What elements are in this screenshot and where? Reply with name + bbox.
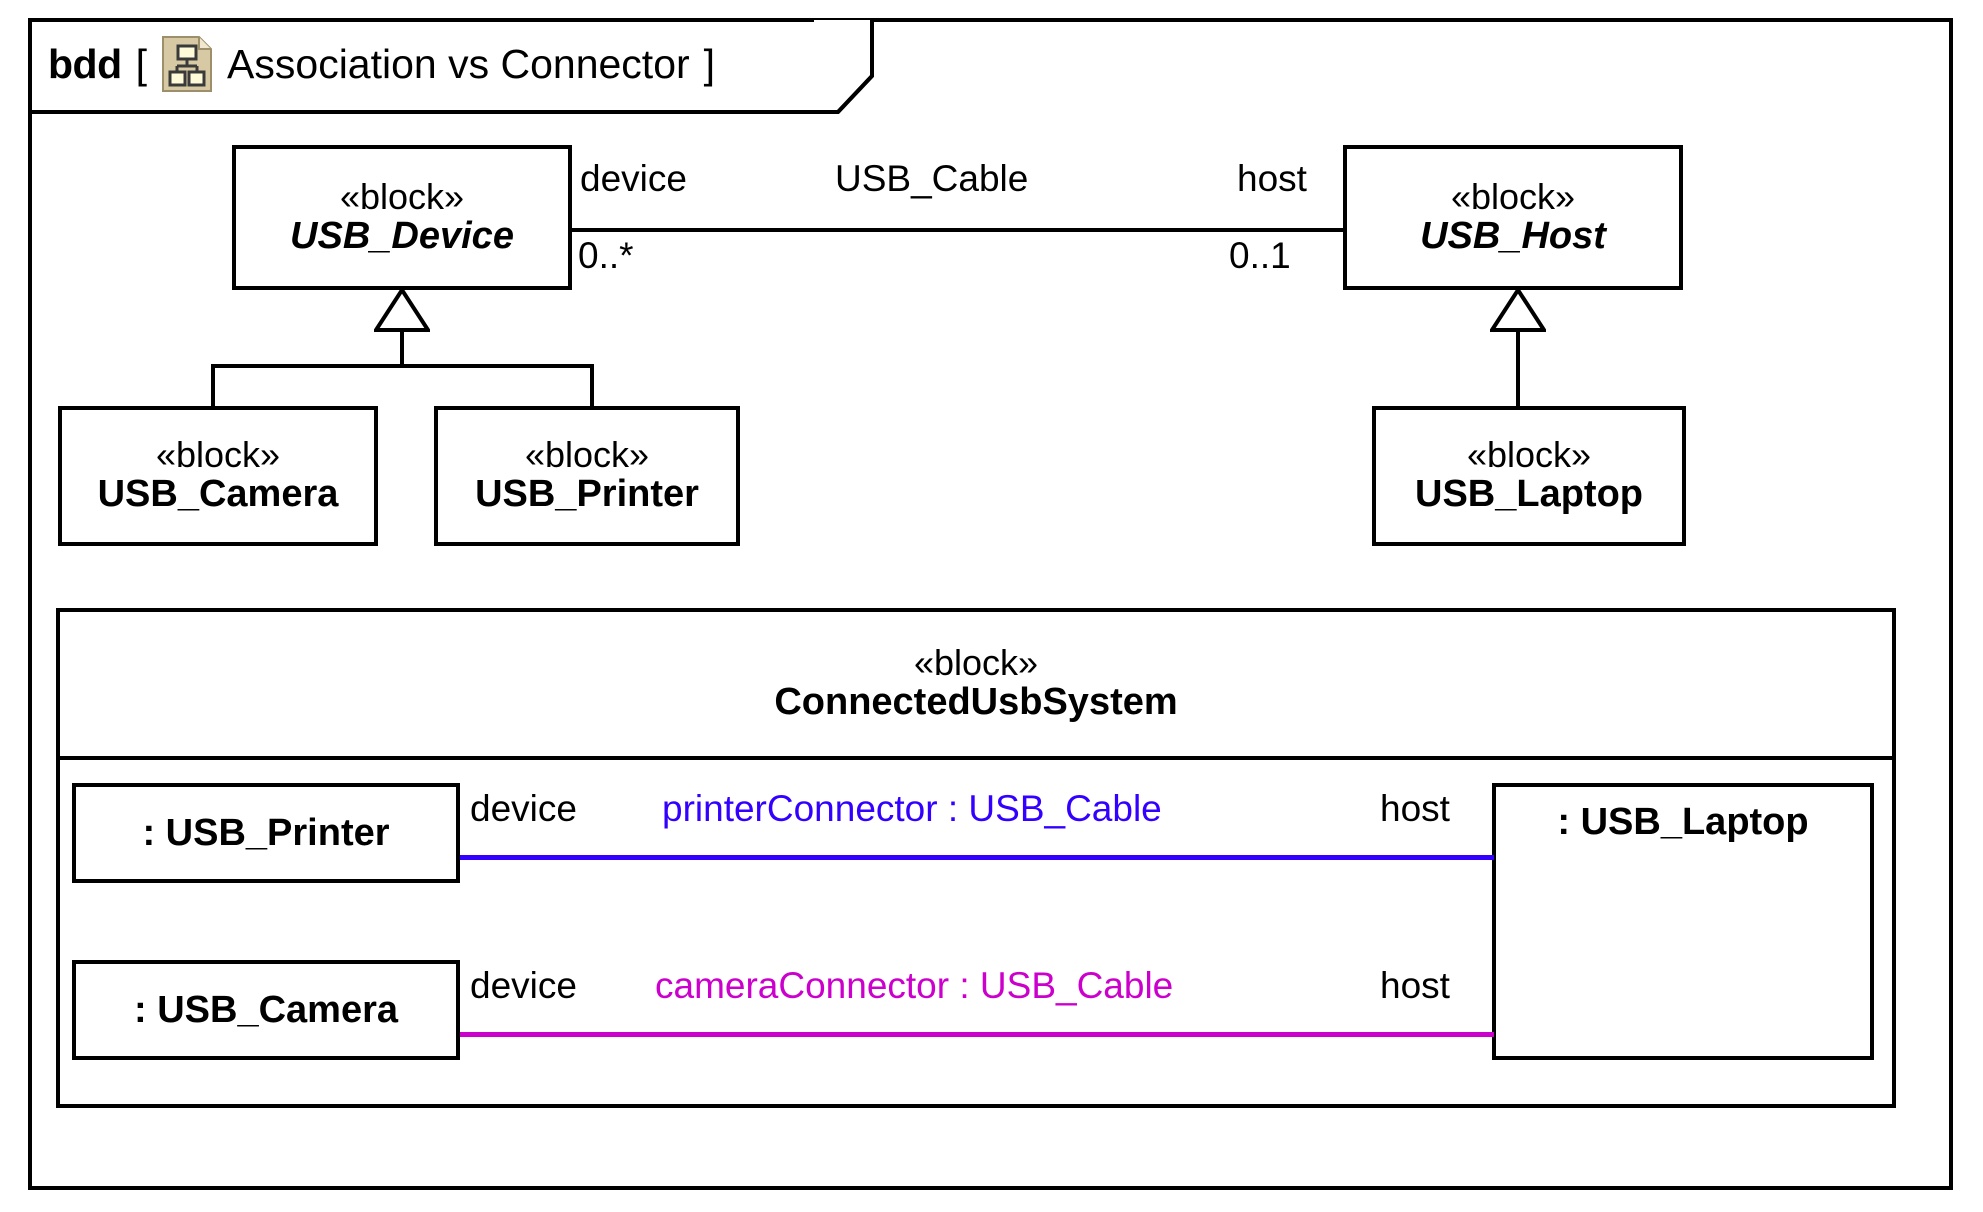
block-usb-printer[interactable]: «block» USB_Printer <box>434 406 740 546</box>
bracket-open: [ <box>135 40 148 87</box>
connector-camera-label: cameraConnector : USB_Cable <box>655 965 1174 1006</box>
part-usb-camera-label: : USB_Camera <box>134 988 398 1031</box>
block-usb-laptop-stereotype: «block» <box>1466 434 1592 476</box>
block-connected-usb-system-stereotype: «block» <box>913 642 1039 684</box>
diagram-frame-header: bdd [ Association vs Connector ] <box>28 18 874 114</box>
part-usb-laptop-label: : USB_Laptop <box>1557 801 1809 843</box>
block-connected-usb-system-header: «block» ConnectedUsbSystem <box>60 612 1892 760</box>
bracket-close: ] <box>703 40 716 87</box>
generalization-branch-usb-camera <box>211 364 215 408</box>
block-usb-camera[interactable]: «block» USB_Camera <box>58 406 378 546</box>
part-usb-camera[interactable]: : USB_Camera <box>72 960 460 1060</box>
diagram-header-content: bdd [ Association vs Connector ] <box>48 18 715 110</box>
part-usb-laptop[interactable]: : USB_Laptop <box>1492 783 1874 1060</box>
connector-camera-line[interactable] <box>460 1032 1494 1037</box>
connector-printer-device-role: device <box>470 788 577 829</box>
connector-camera-device-role: device <box>470 965 577 1006</box>
diagram-header-notch-icon <box>814 18 874 114</box>
block-usb-laptop[interactable]: «block» USB_Laptop <box>1372 406 1686 546</box>
part-usb-printer[interactable]: : USB_Printer <box>72 783 460 883</box>
generalization-arrow-usb-host-icon <box>1490 288 1546 332</box>
generalization-branch-usb-printer <box>590 364 594 408</box>
diagram-title: Association vs Connector <box>227 40 690 87</box>
block-usb-host-name: USB_Host <box>1420 214 1606 257</box>
block-usb-printer-name: USB_Printer <box>475 473 699 515</box>
generalization-stem-usb-host <box>1516 328 1520 408</box>
block-usb-device-name: USB_Device <box>290 214 514 257</box>
generalization-arrow-usb-device-icon <box>374 288 430 332</box>
block-connected-usb-system-name: ConnectedUsbSystem <box>774 681 1178 723</box>
block-usb-device-stereotype: «block» <box>339 175 465 217</box>
association-end-host-role: host <box>1237 158 1307 199</box>
connector-printer-label: printerConnector : USB_Cable <box>662 788 1162 829</box>
generalization-crossbar-usb-device <box>211 364 594 368</box>
association-end-device-role: device <box>580 158 687 199</box>
block-usb-printer-stereotype: «block» <box>524 434 650 476</box>
block-usb-camera-stereotype: «block» <box>155 434 281 476</box>
association-end-host-multiplicity: 0..1 <box>1229 235 1291 276</box>
association-line-usb-cable[interactable] <box>570 228 1345 232</box>
generalization-stem-usb-device <box>400 328 404 368</box>
bdd-diagram-icon <box>161 35 213 93</box>
block-usb-camera-name: USB_Camera <box>97 473 339 515</box>
block-usb-host-stereotype: «block» <box>1450 175 1576 217</box>
block-usb-device[interactable]: «block» USB_Device <box>232 145 572 290</box>
block-usb-laptop-name: USB_Laptop <box>1415 473 1643 515</box>
part-usb-printer-label: : USB_Printer <box>142 811 390 854</box>
diagram-kind-label: bdd <box>48 40 122 87</box>
connector-printer-host-role: host <box>1380 788 1450 829</box>
block-usb-host[interactable]: «block» USB_Host <box>1343 145 1683 290</box>
association-name-label: USB_Cable <box>835 158 1029 199</box>
association-end-device-multiplicity: 0..* <box>578 235 634 276</box>
connector-camera-host-role: host <box>1380 965 1450 1006</box>
diagram-header-body <box>28 18 818 114</box>
connector-printer-line[interactable] <box>460 855 1494 860</box>
